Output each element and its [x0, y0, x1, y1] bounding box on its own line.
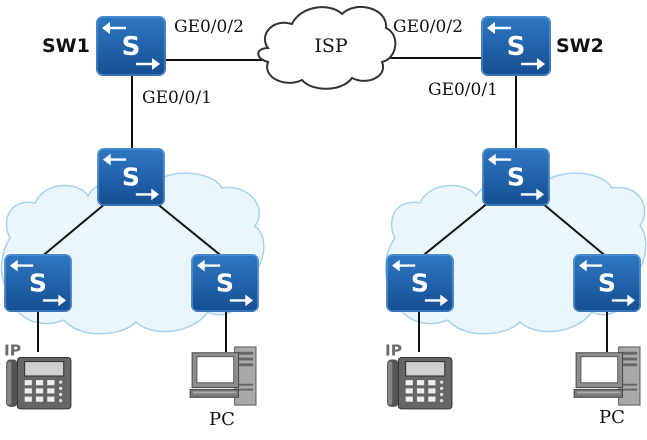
sw2-label: SW2: [556, 35, 604, 57]
right-pc-label: PC: [599, 407, 625, 428]
right-pc[interactable]: [573, 346, 641, 406]
switch-icon: [572, 254, 642, 312]
links: [37, 57, 609, 352]
switch-icon: [96, 148, 166, 206]
isp-cloud: ISP: [257, 5, 397, 90]
sw1-downlink-port-label: GE0/0/1: [142, 88, 212, 108]
isp-label: ISP: [314, 35, 348, 57]
left-pc-label: PC: [209, 409, 235, 430]
pc-icon: [189, 346, 257, 406]
left-access-switch-2[interactable]: [190, 254, 260, 312]
pc-icon: [573, 346, 641, 406]
sw1-label: SW1: [42, 35, 90, 57]
sw1-uplink-port-label: GE0/0/2: [174, 17, 244, 37]
left-aggregation-switch[interactable]: [96, 148, 166, 206]
left-pc[interactable]: [189, 346, 257, 406]
sw2-downlink-port-label: GE0/0/1: [428, 80, 498, 100]
sw2-switch[interactable]: [481, 16, 551, 76]
link-agg-left-access-2: [149, 197, 225, 259]
link-agg-right-access-1: [419, 197, 495, 259]
link-agg-left-access-1: [39, 197, 113, 259]
right-access-switch-1[interactable]: [385, 254, 455, 312]
switch-icon: [385, 254, 455, 312]
switch-icon: [96, 16, 166, 76]
right-access-switch-2[interactable]: [572, 254, 642, 312]
switch-icon: [481, 148, 551, 206]
left-access-switch-1[interactable]: [3, 254, 73, 312]
sw1-switch[interactable]: [96, 16, 166, 76]
link-agg-right-access-2: [535, 197, 609, 259]
right-aggregation-switch[interactable]: [481, 148, 551, 206]
switch-icon: [481, 16, 551, 76]
switch-icon: [3, 254, 73, 312]
sw2-uplink-port-label: GE0/0/2: [393, 17, 463, 37]
switch-icon: [190, 254, 260, 312]
